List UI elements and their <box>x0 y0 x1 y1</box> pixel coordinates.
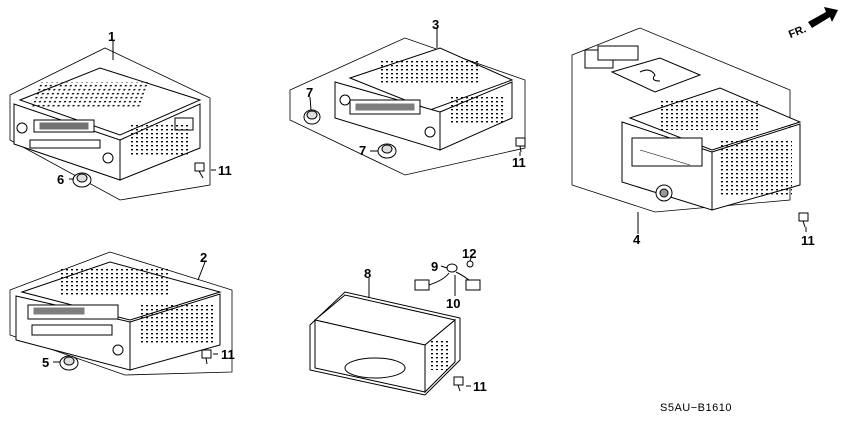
callout-9: 9 <box>431 259 438 274</box>
knob-7-b <box>377 143 397 159</box>
knob-7-a <box>303 109 321 125</box>
callout-11-d: 11 <box>221 347 235 362</box>
callout-4: 4 <box>633 232 641 247</box>
knob-6 <box>72 172 92 188</box>
callout-6: 6 <box>57 172 64 187</box>
callout-11-b: 11 <box>512 155 526 170</box>
callout-10: 10 <box>446 296 460 311</box>
assembly-8-changer <box>309 291 461 396</box>
screw-11-a <box>194 162 205 179</box>
callout-2: 2 <box>200 250 207 265</box>
assembly-1-radio <box>9 47 211 201</box>
screw-11-e <box>453 376 464 392</box>
assembly-4-radio <box>571 27 802 213</box>
callout-12: 12 <box>462 246 476 261</box>
callout-5: 5 <box>42 355 49 370</box>
callout-8: 8 <box>364 266 371 281</box>
assembly-3-radio <box>289 37 526 176</box>
front-direction-label: FR. <box>787 23 808 41</box>
diagram-code: S5AU−B1610 <box>660 402 732 414</box>
screw-11-c <box>798 212 809 228</box>
leader-lines <box>53 28 807 387</box>
front-direction-arrow-icon <box>808 7 838 28</box>
knob-5 <box>59 355 79 371</box>
assembly-2-radio <box>9 251 233 376</box>
harness-9-10-12 <box>414 260 481 291</box>
callout-11-e: 11 <box>473 379 487 394</box>
callout-11-c: 11 <box>801 233 815 248</box>
callout-3: 3 <box>432 17 439 32</box>
callout-7-a: 7 <box>306 85 313 100</box>
screw-11-d <box>201 349 212 365</box>
callout-11-a: 11 <box>218 163 232 178</box>
callout-1: 1 <box>108 29 115 44</box>
callout-7-b: 7 <box>359 143 366 158</box>
screw-11-b <box>515 137 526 153</box>
